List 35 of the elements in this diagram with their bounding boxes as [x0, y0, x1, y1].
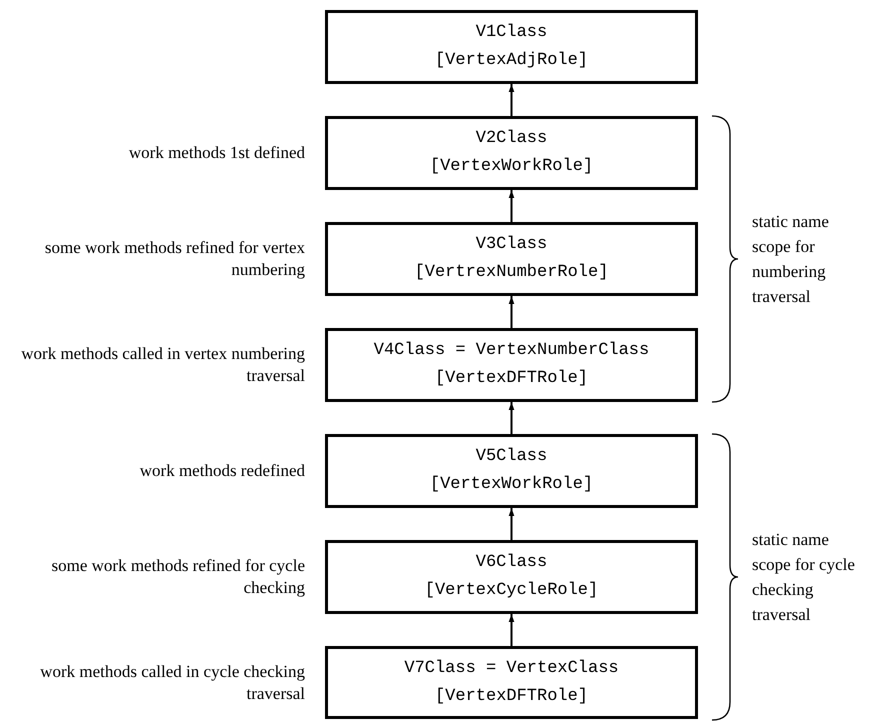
- annotation-text: work methods 1st defined: [128, 142, 305, 164]
- arrow: [508, 190, 514, 222]
- class-name: V7Class = VertexClass: [404, 658, 619, 680]
- role-name: [VertexWorkRole]: [430, 474, 594, 496]
- scope-label: static name scope for numbering traversal: [752, 211, 830, 308]
- role-name: [VertrexNumberRole]: [414, 262, 608, 284]
- scope-label: static name scope for cycle checking traversal: [752, 529, 856, 626]
- class-box: [325, 646, 698, 719]
- role-name: [VertexWorkRole]: [430, 156, 594, 178]
- arrow: [508, 614, 514, 646]
- arrow: [508, 402, 514, 434]
- class-box: [325, 116, 698, 190]
- class-box: [325, 10, 698, 84]
- arrow: [508, 84, 514, 116]
- class-box: [325, 540, 698, 614]
- arrow: [508, 508, 514, 540]
- role-name: [VertexAdjRole]: [434, 50, 588, 72]
- arrow: [508, 296, 514, 328]
- annotation-text: work methods called in vertex numbering traversal: [20, 343, 305, 387]
- annotation-text: work methods redefined: [138, 460, 305, 482]
- class-name: V1Class: [476, 22, 548, 44]
- annotation-text: some work methods refined for vertex numbering: [44, 237, 305, 281]
- class-box: [325, 328, 698, 402]
- class-name: V6Class: [476, 552, 548, 574]
- class-name: V4Class = VertexNumberClass: [374, 340, 650, 362]
- class-box: [325, 222, 698, 296]
- class-name: V5Class: [476, 446, 548, 468]
- role-name: [VertexDFTRole]: [434, 686, 588, 708]
- annotation-text: work methods called in cycle checking traversal: [39, 660, 305, 704]
- class-box: [325, 434, 698, 508]
- role-name: [VertexDFTRole]: [434, 368, 588, 390]
- class-name: V2Class: [476, 128, 548, 150]
- role-name: [VertexCycleRole]: [424, 580, 598, 602]
- class-name: V3Class: [476, 234, 548, 256]
- annotation-text: some work methods refined for cycle checking: [50, 555, 305, 599]
